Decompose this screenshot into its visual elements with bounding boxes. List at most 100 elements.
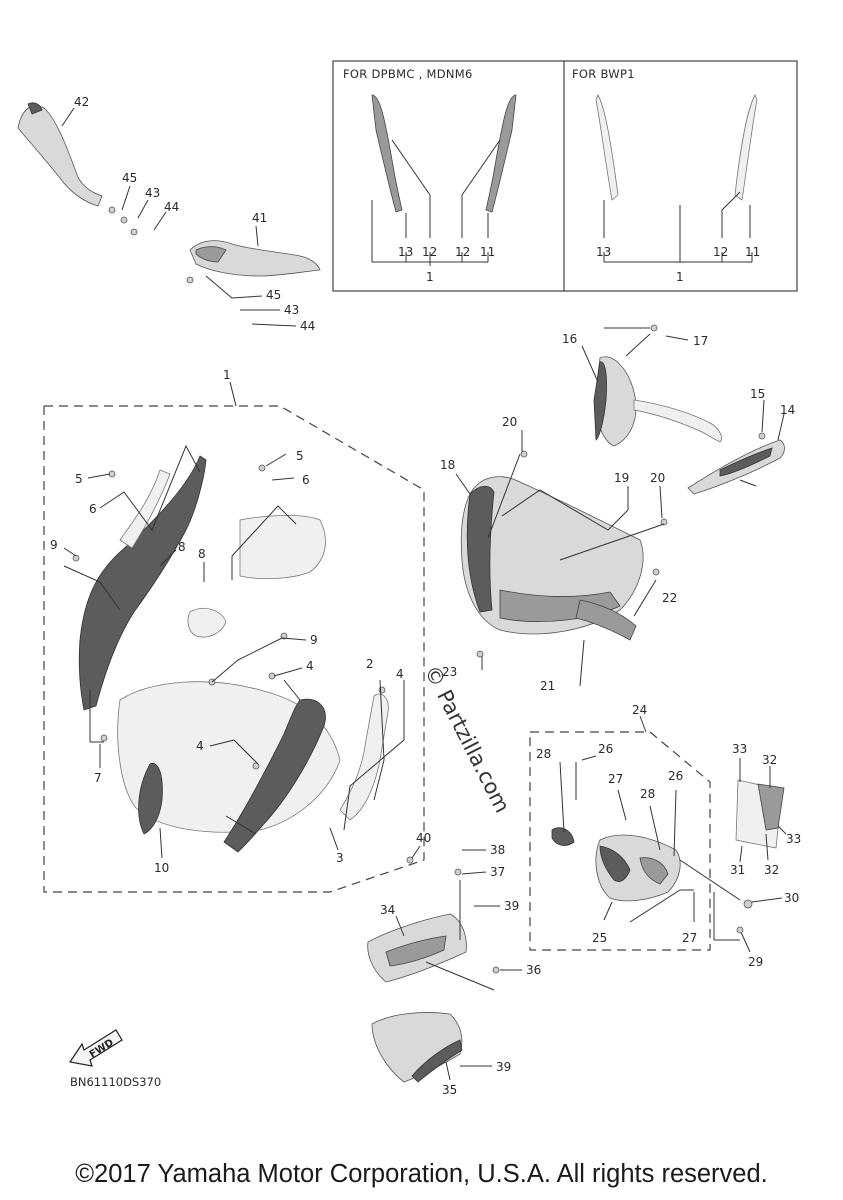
callout-9a: 9 <box>50 538 58 552</box>
callout-3: 3 <box>336 851 344 865</box>
callout-4b: 4 <box>396 667 404 681</box>
callout-8b: 8 <box>198 547 206 561</box>
mirror-right-housing <box>195 246 227 263</box>
diagram-canvas: FOR DPBMC , MDNM6 FOR BWP1 13 12 12 11 1 <box>17 60 801 1097</box>
inset-right-label-13: 13 <box>596 245 611 259</box>
callout-37: 37 <box>490 865 505 879</box>
inset-left-label-13: 13 <box>398 245 413 259</box>
callout-20a: 20 <box>502 415 517 429</box>
bolt-17 <box>650 324 658 332</box>
duct-14-shade <box>719 447 773 477</box>
callout-45a: 45 <box>122 171 137 185</box>
inset-left-label-11: 11 <box>480 245 495 259</box>
inset-right-label-12: 12 <box>713 245 728 259</box>
callout-22: 22 <box>662 591 677 605</box>
inner-panel-6 <box>239 514 326 580</box>
callout-34: 34 <box>380 903 395 917</box>
callout-39b: 39 <box>496 1060 511 1074</box>
callout-5b: 5 <box>296 449 304 463</box>
bolt-22 <box>652 568 660 576</box>
callout-18: 18 <box>440 458 455 472</box>
callout-30: 30 <box>784 891 799 905</box>
callout-32b: 32 <box>764 863 779 877</box>
callout-36: 36 <box>526 963 541 977</box>
inner-panel-8 <box>187 608 227 638</box>
leader-24 <box>639 715 647 733</box>
diagram-code: BN61110DS370 <box>70 1075 161 1089</box>
cover-32 <box>757 783 785 831</box>
callout-10: 10 <box>154 861 169 875</box>
panel-35-shade <box>411 1039 463 1083</box>
bolt-23 <box>476 650 484 658</box>
bracket-29-33-leaders <box>739 758 787 903</box>
callout-33a: 33 <box>732 742 747 756</box>
callout-27a: 27 <box>608 772 623 786</box>
callout-38: 38 <box>490 843 505 857</box>
bolt-9a <box>72 554 80 562</box>
inset-left-panel-l <box>371 94 403 213</box>
callout-23: 23 <box>442 665 457 679</box>
side-cowl-right-trim <box>339 693 389 821</box>
headlight-bracket-18-shade <box>466 485 495 613</box>
bracket-leaders <box>455 327 785 687</box>
mirror-leaders <box>61 107 297 327</box>
callout-7: 7 <box>94 771 102 785</box>
sub24-leaders <box>559 755 751 953</box>
inset-right-panel-l <box>595 94 619 201</box>
callout-26b: 26 <box>668 769 683 783</box>
callout-39a: 39 <box>504 899 519 913</box>
inset-right-label-1: 1 <box>676 270 684 284</box>
cowling-assembly-outline <box>43 405 425 893</box>
callout-26a: 26 <box>598 742 613 756</box>
side-cowl-right <box>223 698 326 853</box>
inset-left-panel-r <box>485 94 517 213</box>
meter-stay <box>633 399 722 443</box>
callout-21: 21 <box>540 679 555 693</box>
callout-9b: 9 <box>310 633 318 647</box>
callout-17: 17 <box>693 334 708 348</box>
bolt-5b <box>258 464 266 472</box>
inset-frame <box>332 60 798 292</box>
callout-28a: 28 <box>536 747 551 761</box>
fwd-arrow-group: FWD <box>68 1029 123 1067</box>
inset-right-leaders <box>603 191 753 263</box>
callout-27b: 27 <box>682 931 697 945</box>
under-panels-leaders <box>395 845 522 1081</box>
mirror-bolt-44 <box>130 228 138 236</box>
callout-31: 31 <box>730 863 745 877</box>
callout-45b: 45 <box>266 288 281 302</box>
callout-28b: 28 <box>640 787 655 801</box>
bolt-37 <box>454 868 462 876</box>
callout-25: 25 <box>592 931 607 945</box>
inset-left-label-12b: 12 <box>455 245 470 259</box>
bolt-29 <box>736 926 744 934</box>
headlight-stay-assembly: 16 17 15 14 20 18 19 20 22 23 21 <box>440 324 795 693</box>
callout-44a: 44 <box>164 200 179 214</box>
front-cowl-inner <box>138 762 163 835</box>
callout-16: 16 <box>562 332 577 346</box>
bolt-4c <box>252 762 260 770</box>
subassembly-24: 24 28 26 27 28 26 25 27 <box>529 703 751 953</box>
callout-24: 24 <box>632 703 647 717</box>
callout-32a: 32 <box>762 753 777 767</box>
bolt-30 <box>743 899 753 909</box>
meter-hood-16-shade <box>593 361 607 441</box>
panel-34-shade <box>385 935 447 967</box>
under-panels: 40 38 37 34 39 36 39 35 <box>367 831 541 1097</box>
leader-1 <box>229 381 237 407</box>
copyright-footer: ©2017 Yamaha Motor Corporation, U.S.A. A… <box>75 1160 768 1188</box>
bolt-20b <box>660 518 668 526</box>
mirror-bolt-45 <box>108 206 116 214</box>
bolt-40 <box>406 856 414 864</box>
inset-left-label-1: 1 <box>426 270 434 284</box>
callout-42: 42 <box>74 95 89 109</box>
mirror-right-bolt <box>186 276 194 284</box>
side-cowl-left-highlight <box>119 469 171 549</box>
callout-15: 15 <box>750 387 765 401</box>
bolt-36 <box>492 966 500 974</box>
callout-35: 35 <box>442 1083 457 1097</box>
headlight-lower-21b <box>575 599 637 641</box>
bracket-25 <box>595 834 681 902</box>
callout-14: 14 <box>780 403 795 417</box>
